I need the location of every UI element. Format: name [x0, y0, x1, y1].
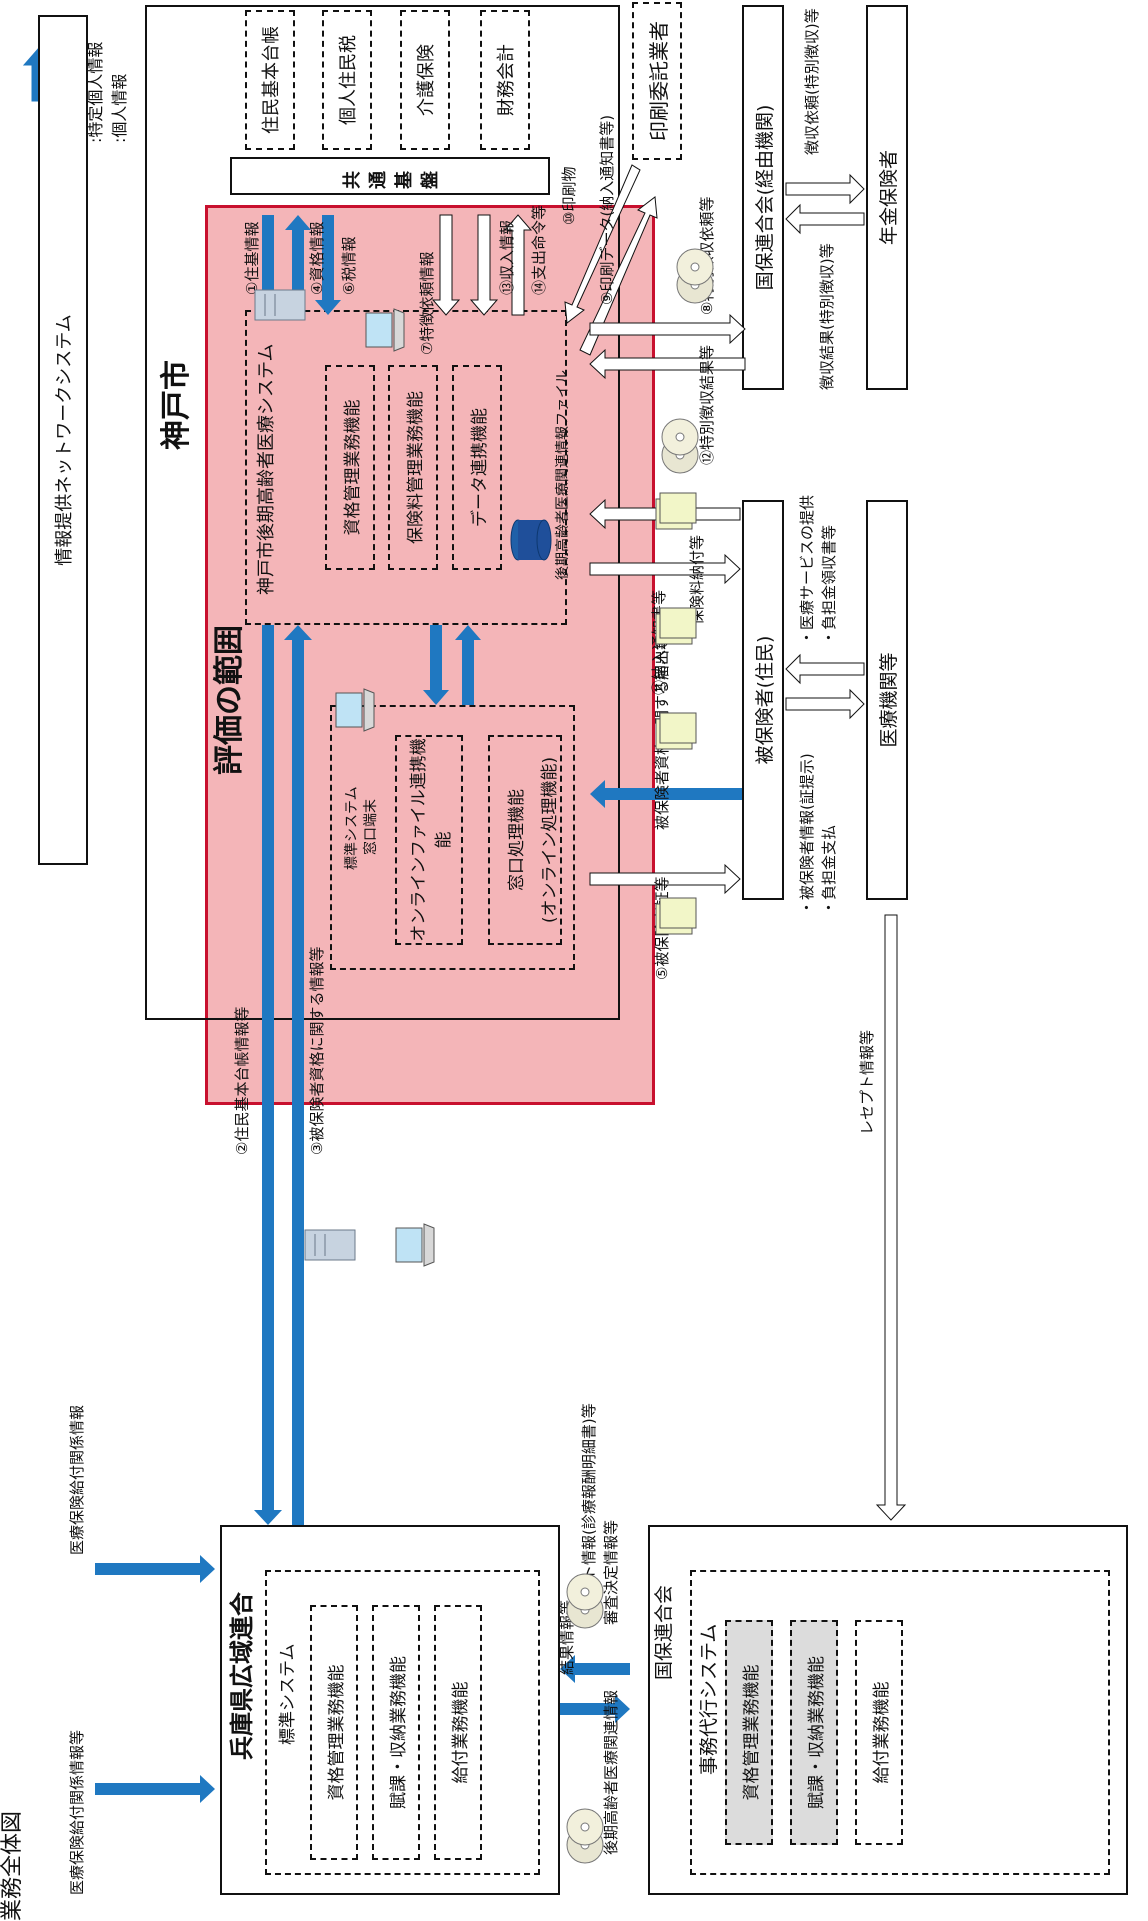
arrow-income — [469, 214, 499, 316]
laptop-icon — [335, 688, 375, 732]
arrow-payment — [503, 214, 533, 316]
document-icon — [655, 492, 697, 530]
flow-label: ・負担金領収書等 — [820, 524, 838, 645]
arrow-window-up — [455, 625, 481, 705]
flow-label: ⑦特徴依頼情報 — [418, 251, 436, 355]
arrow-network-left — [95, 1775, 215, 1803]
arrow-qualification-info — [284, 625, 312, 1525]
flow-label: ④資格情報 — [308, 221, 326, 295]
disc-icon — [676, 248, 714, 304]
arrow-printed — [564, 164, 641, 324]
arrow-ins-med1 — [785, 688, 865, 720]
arrow-tokucho-req — [589, 313, 746, 345]
flow-label: ・負担金支払 — [820, 824, 838, 915]
arrow-rezept — [875, 914, 907, 1521]
arrow-juki — [255, 215, 281, 315]
arrow-tax — [315, 215, 341, 315]
flow-label: ⑨印刷データ(納入通知書等) — [598, 114, 616, 305]
server-icon — [304, 1229, 356, 1261]
arrow-tax-notice — [589, 553, 741, 585]
flow-label: レセプト情報等 — [858, 1029, 876, 1135]
document-icon — [655, 712, 697, 750]
database-icon — [510, 519, 552, 561]
arrow-tokucho-res — [589, 348, 746, 380]
flow-label: 医療保険給付関係情報 — [68, 1404, 86, 1555]
document-icon — [655, 897, 697, 935]
flow-label: 徴収結果(特別徴収)等 — [818, 243, 836, 390]
arrow-qualification — [285, 215, 311, 315]
arrow-network-right — [95, 1555, 215, 1583]
arrow-tokucho — [431, 214, 461, 316]
flow-label: ⑬収入情報 — [498, 219, 516, 295]
flow-label: ③被保険者資格に関する情報等 — [308, 946, 326, 1155]
arrow-jukidai — [254, 625, 282, 1525]
flow-label: ⑭支出命令等 — [530, 204, 548, 295]
disc-icon — [661, 418, 699, 474]
flow-label: ・医療サービスの提供 — [798, 494, 816, 645]
flow-label: 医療保険給付関係情報等 — [68, 1729, 86, 1895]
arrow-pension-req — [785, 173, 865, 205]
document-icon — [655, 607, 697, 645]
arrow-kokuho-down — [560, 1695, 630, 1723]
server-icon — [254, 289, 306, 321]
arrow-card — [589, 863, 741, 895]
laptop-icon — [365, 308, 405, 352]
arrow-pension-res — [785, 203, 865, 235]
flow-label: ・被保険者情報(証提示) — [798, 753, 816, 915]
arrow-window-down — [423, 625, 449, 705]
flow-label: 徴収依頼(特別徴収)等 — [803, 8, 821, 155]
flow-label: ⑥税情報 — [340, 236, 358, 295]
laptop-icon — [395, 1223, 435, 1267]
arrow-notification — [590, 780, 742, 808]
flow-label: ⑩印刷物 — [560, 166, 578, 225]
arrow-kokuho-up — [560, 1655, 630, 1683]
disc-icon — [566, 1808, 604, 1864]
arrow-ins-med2 — [785, 653, 865, 685]
flow-label: ②住民基本台帳情報等 — [233, 1006, 251, 1155]
disc-icon — [566, 1573, 604, 1629]
